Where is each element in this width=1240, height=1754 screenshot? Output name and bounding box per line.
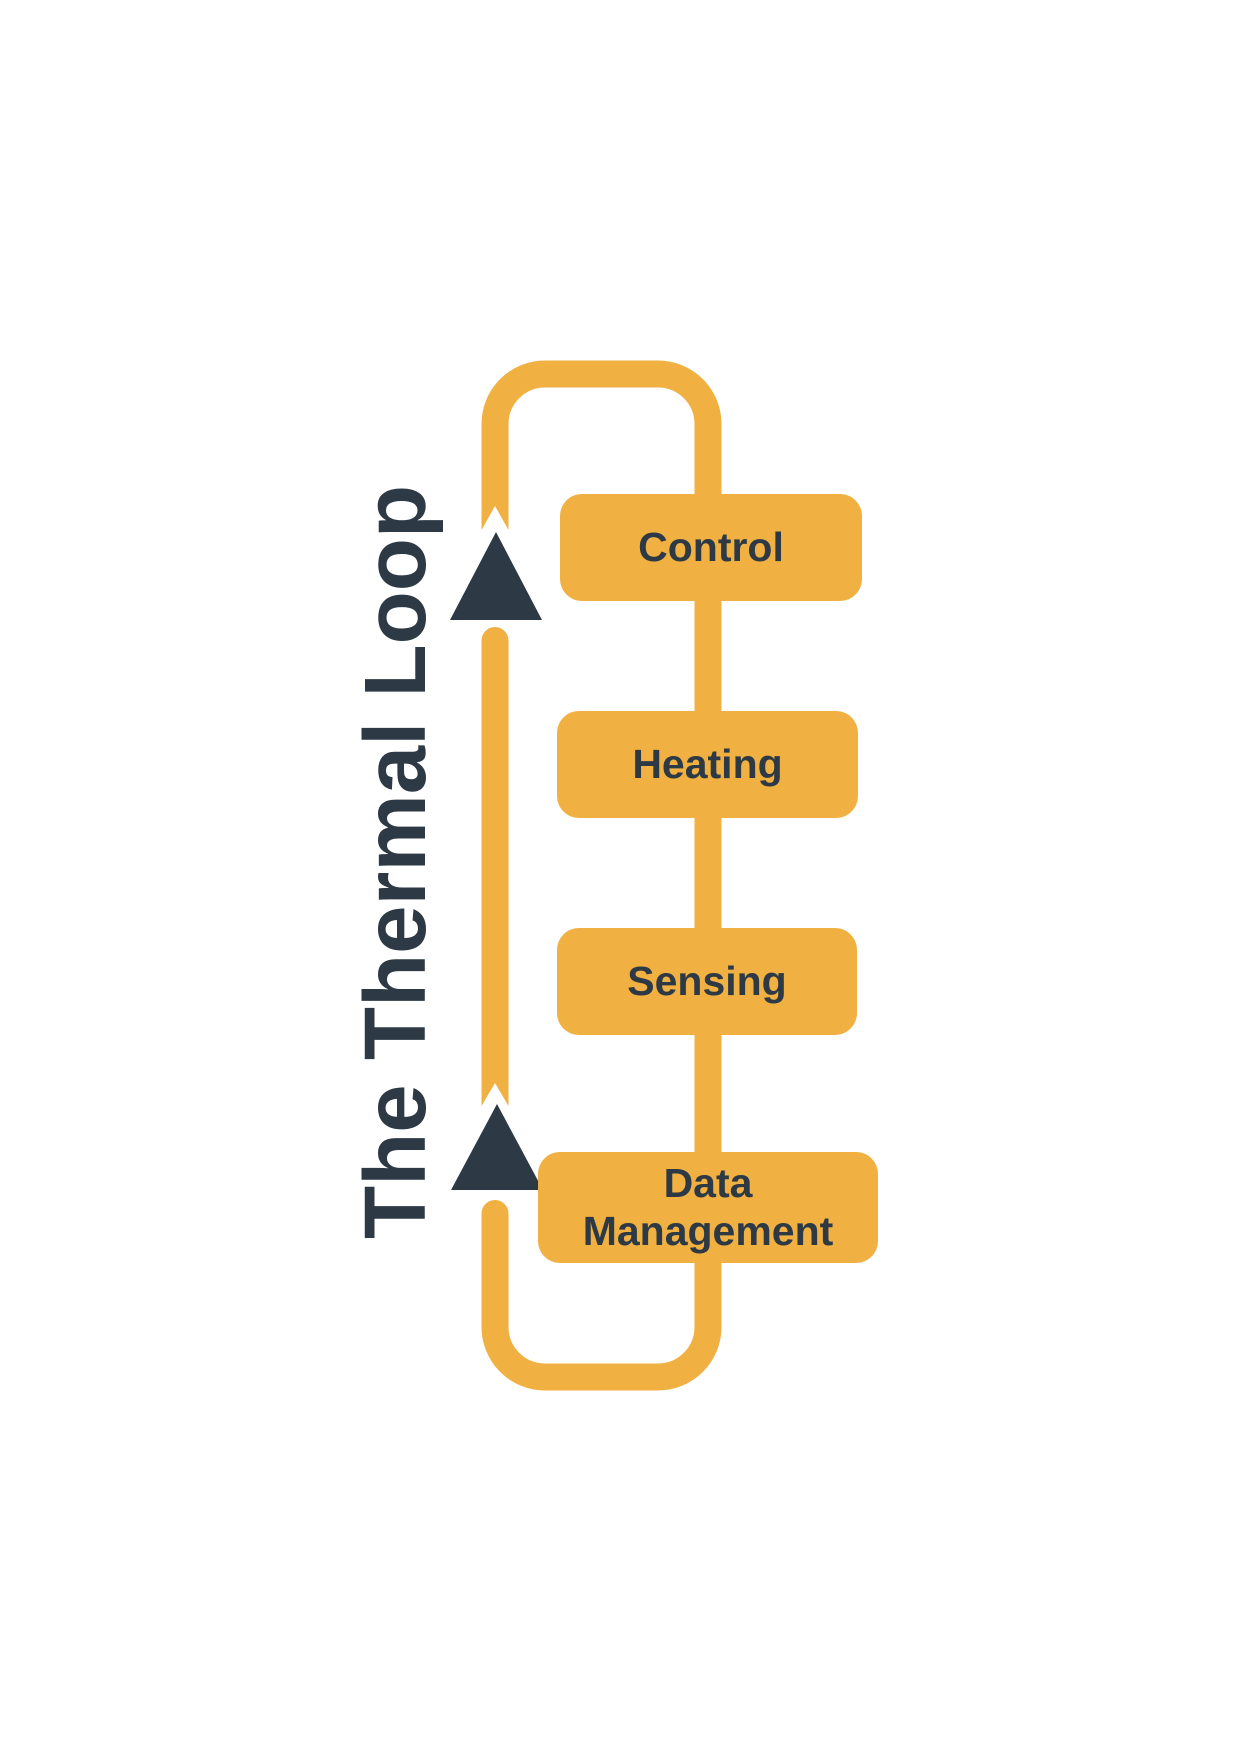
diagram-title-text: The Thermal Loop xyxy=(347,484,444,1240)
triangle-up-icon xyxy=(450,532,542,620)
loop-path xyxy=(481,360,722,1391)
node-control: Control xyxy=(560,494,862,601)
node-sensing-label: Sensing xyxy=(627,957,787,1004)
loop-cap-upper xyxy=(481,627,509,654)
loop-chevron-upper xyxy=(481,505,509,530)
loop-cap-lower xyxy=(481,1200,509,1227)
triangle-up-icon xyxy=(451,1104,543,1190)
diagram-title: The Thermal Loop xyxy=(347,412,444,1312)
loop-chevron-lower xyxy=(481,1082,509,1106)
node-control-label: Control xyxy=(638,523,784,570)
node-heating-label: Heating xyxy=(632,740,783,787)
node-data-management-label: Data Management xyxy=(582,1159,834,1254)
node-heating: Heating xyxy=(557,711,858,818)
node-sensing: Sensing xyxy=(557,928,857,1035)
node-data-management: Data Management xyxy=(538,1152,878,1263)
